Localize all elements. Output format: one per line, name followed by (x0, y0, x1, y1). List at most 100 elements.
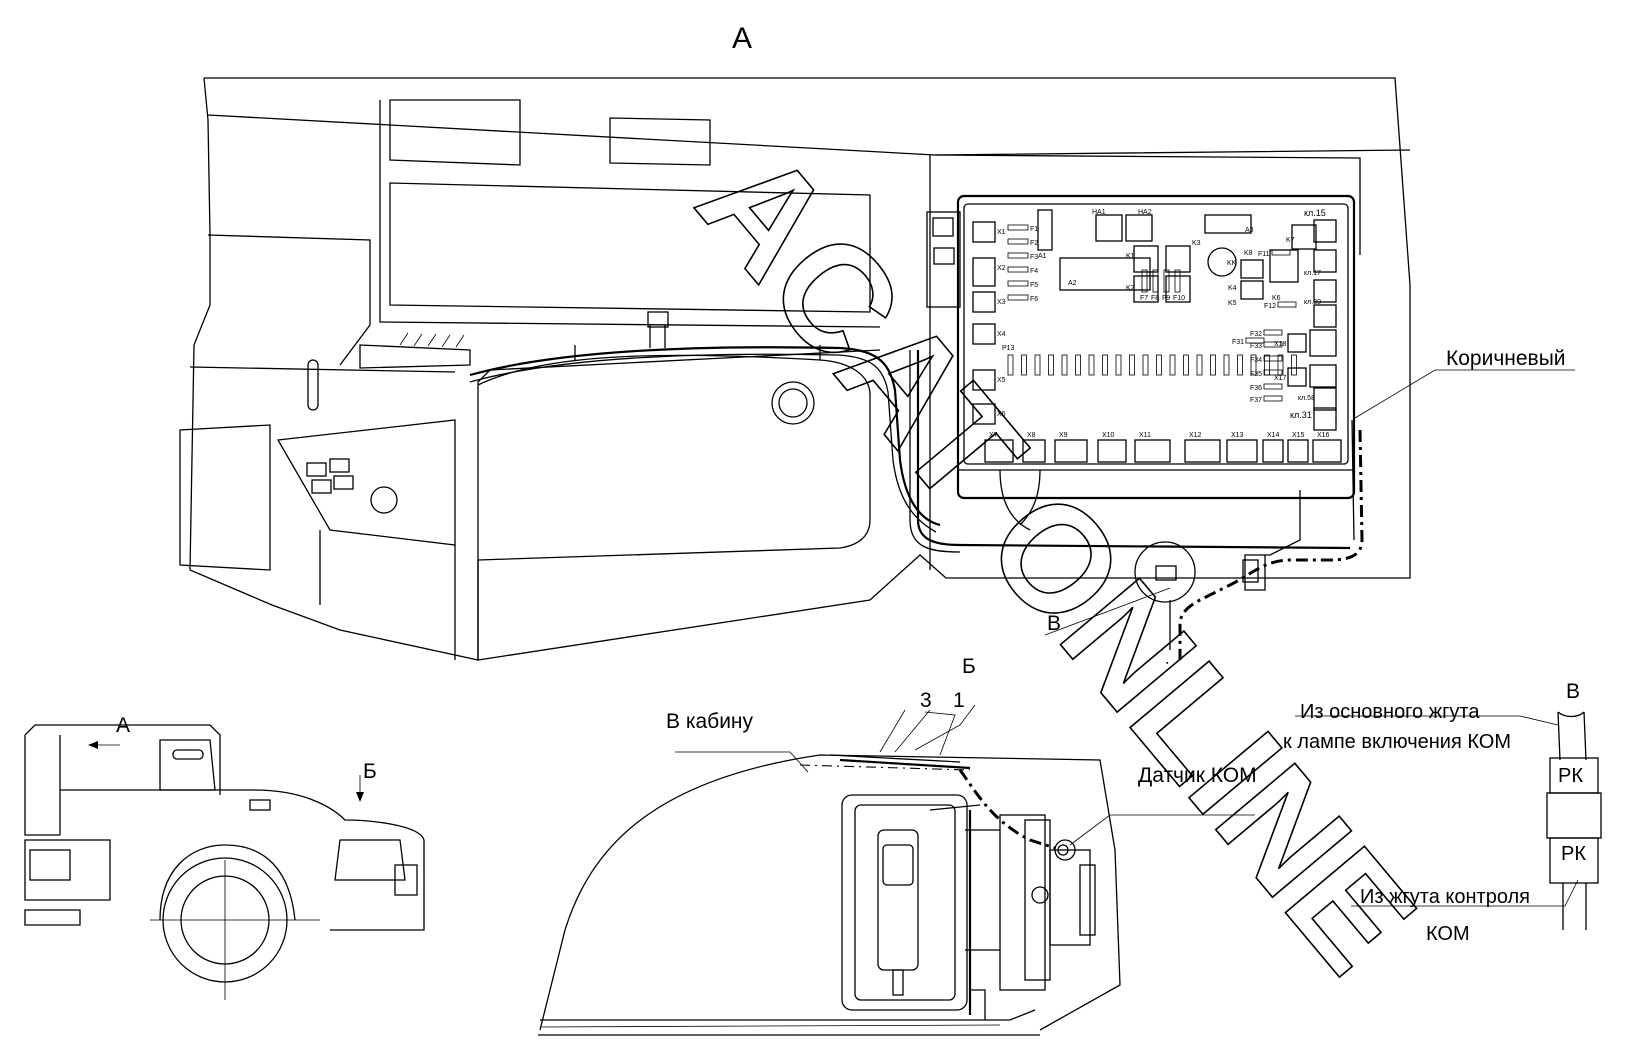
fuse-f8 (1152, 269, 1159, 293)
fuse-f4 (1007, 266, 1029, 273)
svg-text:HA2: HA2 (1138, 209, 1152, 216)
fuse-f10 (1174, 269, 1181, 293)
connector-label: X17 (1274, 375, 1287, 382)
connector-x11 (1134, 439, 1171, 463)
fuse-label: F4 (1030, 268, 1038, 275)
fuse-f31 (1245, 337, 1265, 344)
view-v-connector (1546, 711, 1602, 930)
connector-x8 (1022, 439, 1046, 463)
fuse-p13-slot (1061, 354, 1068, 376)
fuse-p13-slot (1156, 354, 1162, 376)
fuse-f7 (1141, 269, 1148, 293)
fuse-p13-slot (1196, 354, 1203, 376)
fuse-f36 (1263, 383, 1283, 390)
fuse-label: F5 (1030, 282, 1038, 289)
to-cab-callout: В кабину (666, 710, 754, 733)
svg-text:K2: K2 (1126, 285, 1135, 292)
main-harness-line2: к лампе включения КОМ (1283, 731, 1511, 753)
fuse-p13-slot (1210, 354, 1216, 376)
svg-text:▪: ▪ (1166, 660, 1169, 667)
view-v-label: В (1566, 680, 1580, 703)
pto-sensor-callout: Датчик КОМ (1138, 764, 1257, 787)
fuse-label: F3 (1030, 254, 1038, 261)
connector-x14 (1262, 439, 1284, 463)
fuse-f2 (1007, 238, 1029, 245)
connector-x10 (1097, 439, 1127, 463)
fuse-label: F32 (1250, 331, 1262, 338)
svg-text:K7: K7 (1286, 237, 1295, 244)
fuse-f33 (1263, 341, 1283, 348)
connector-label: X15 (1292, 432, 1305, 439)
fuse-label: F12 (1264, 303, 1276, 310)
fuse-label: F7 (1140, 295, 1148, 302)
fuse-p13-slot (1250, 354, 1257, 376)
fuse-p13-slot (1291, 354, 1297, 376)
part-3-callout: 3 (920, 689, 932, 712)
svg-text:кл.30: кл.30 (1304, 299, 1321, 306)
fuse-label: F2 (1030, 240, 1038, 247)
fuse-label: F35 (1250, 371, 1262, 378)
svg-text:K5: K5 (1228, 300, 1237, 307)
connector-x5 (972, 369, 996, 391)
fuse-f35 (1263, 369, 1283, 376)
connector-label: X12 (1189, 432, 1202, 439)
svg-text:K3: K3 (1192, 240, 1201, 247)
connector-x18 (1287, 333, 1307, 353)
svg-text:K6: K6 (1272, 295, 1281, 302)
fuse-f11 (1271, 249, 1291, 256)
svg-text:KK: KK (1227, 260, 1237, 267)
svg-text:HA1: HA1 (1092, 209, 1106, 216)
connector-label: X13 (1231, 432, 1244, 439)
connector-label: X4 (997, 331, 1006, 338)
fuse-f9 (1163, 269, 1170, 293)
fuse-p13-slot (1088, 354, 1095, 376)
connector-label: X10 (1102, 432, 1115, 439)
connector-label: X16 (1317, 432, 1330, 439)
overview-a-label: А (116, 714, 130, 737)
connector-x9 (1054, 439, 1088, 463)
connector-bottom-label: РК (1561, 843, 1586, 865)
fuse-p13-slot (1102, 354, 1108, 376)
fuse-label: F9 (1162, 295, 1170, 302)
view-b-label: Б (962, 655, 976, 678)
svg-text:A2: A2 (1068, 280, 1077, 287)
fuse-label: F37 (1250, 397, 1262, 404)
fuse-p13-slot (1115, 354, 1122, 376)
svg-text:K8: K8 (1244, 250, 1253, 257)
connector-x6 (972, 403, 996, 425)
pto-harness-line2: КОМ (1426, 923, 1470, 945)
fuse-p13-slot (1129, 354, 1135, 376)
fuse-label: F6 (1030, 296, 1038, 303)
fuse-p13-slot (1007, 354, 1014, 376)
connector-label: X18 (1274, 341, 1287, 348)
fuse-label: F33 (1250, 343, 1262, 350)
part-1-callout: 1 (953, 689, 965, 712)
fuse-label: F10 (1173, 295, 1185, 302)
fuse-p13-slot (1142, 354, 1149, 376)
connector-x3 (972, 291, 996, 313)
truck-overview (24, 724, 425, 1000)
fuse-p13-slot (1048, 354, 1054, 376)
connector-label: X14 (1267, 432, 1280, 439)
fuse-p13-slot (1034, 354, 1041, 376)
pto-harness-line1: Из жгута контроля (1360, 886, 1530, 908)
fuse-p13-slot (1075, 354, 1081, 376)
connector-x1 (972, 221, 996, 243)
connector-x12 (1184, 439, 1221, 463)
fuse-f1 (1007, 224, 1029, 231)
svg-text:P13: P13 (1002, 345, 1015, 352)
fuse-p13-slot (1169, 354, 1176, 376)
connector-x16 (1312, 439, 1342, 463)
fuse-f37 (1263, 395, 1283, 402)
connector-label: X3 (997, 299, 1006, 306)
svg-text:A3: A3 (1245, 227, 1254, 234)
fuse-p13-slot (1223, 354, 1230, 376)
overview-b-label: Б (363, 760, 377, 783)
connector-label: X5 (997, 377, 1006, 384)
fuse-label: F11 (1258, 251, 1270, 258)
connector-label: X11 (1139, 432, 1151, 439)
svg-text:A1: A1 (1038, 253, 1047, 260)
svg-text:кл.31: кл.31 (1290, 410, 1312, 420)
harness-view-a: ▪ (909, 350, 1364, 667)
